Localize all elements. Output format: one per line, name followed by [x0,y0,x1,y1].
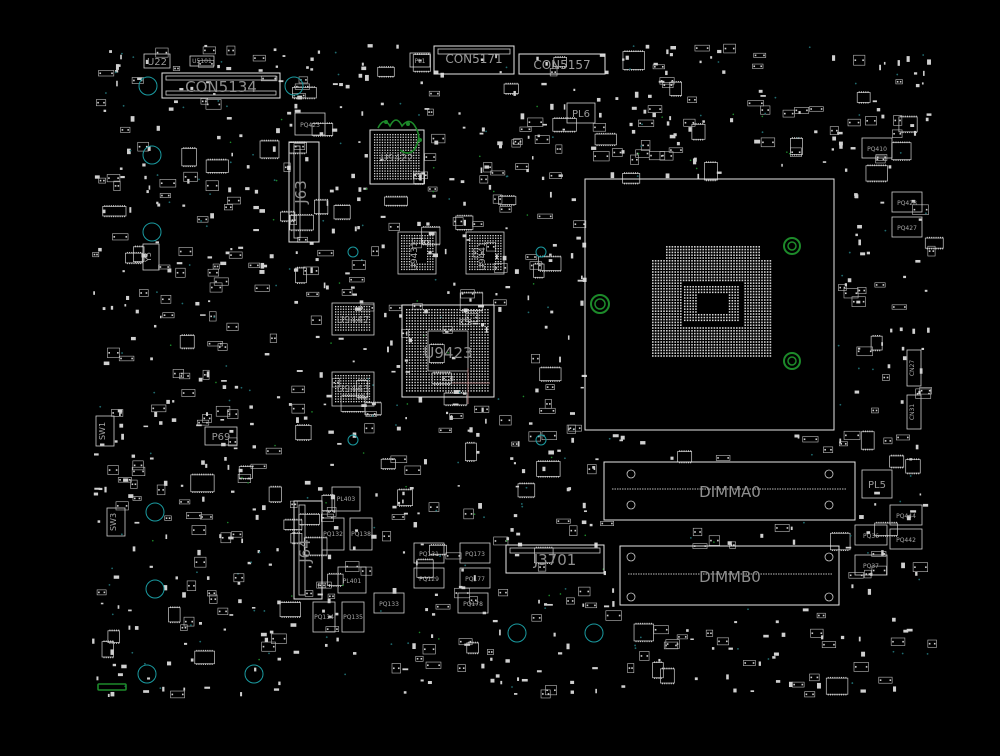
connector-j3701: J3701 [505,544,605,574]
label-u9441: U9441 [478,241,488,271]
green-marker [97,683,127,691]
label-con5171: CON5171 [445,52,502,66]
label-j64: J64 [296,539,314,564]
label-con5134: CON5134 [185,78,257,96]
label-u22: U22 [147,57,167,68]
label-y5: Y5 [144,252,153,263]
part-pq177: PQ177 [459,567,491,589]
connector-con5157: CON5157 [518,53,606,75]
label-pq134: PQ134 [314,614,334,621]
label-j63: J63 [292,180,310,205]
chip-u9443: U9443 [331,371,375,407]
part-pl6: PL6 [566,102,596,124]
chip-u22: U22 [143,53,171,69]
label-p69: P69 [212,432,231,443]
chip-u9431: U9431 [397,231,437,275]
part-pq423: PQ423 [294,112,326,136]
label-pq135: PQ135 [343,614,363,621]
part-pq135: PQ135 [341,601,365,633]
chip-u9423: U9423 [401,304,495,404]
chip-u9422: U9422 [369,129,425,185]
small-smd-components [92,43,944,699]
switch-sw1: SW1 [95,415,115,447]
label-u9423: U9423 [423,344,472,362]
part-pq134: PQ134 [312,601,336,633]
label-pq442: PQ442 [896,537,916,544]
label-con5157: CON5157 [533,58,590,72]
label-pq423: PQ423 [300,122,320,129]
label-pq177: PQ177 [465,576,485,583]
label-pl1: PL1 [415,58,426,65]
crystal-y5: Y5 [142,243,160,271]
part-pq410: PQ410 [861,137,893,159]
label-cn27: CN27 [909,360,916,376]
label-pq410: PQ410 [867,146,887,153]
part-pl1: PL1 [409,52,431,68]
label-sw1: SW1 [98,422,107,440]
part-pq444: PQ444 [889,504,923,526]
dimm-slot-b0: DIMMB0 [619,545,840,606]
part-pq132: PQ132 [321,517,345,551]
cpu-socket [584,178,835,431]
label-pq132: PQ132 [323,531,343,538]
part-p69: P69 [204,426,238,446]
label-pq444: PQ444 [896,513,916,520]
label-u5101: U5101 [192,58,212,65]
part-pq133: PQ133 [373,592,405,614]
part-pq138: PQ138 [349,517,373,551]
label-pl401: PL401 [343,578,362,585]
part-pq178: PQ178 [457,592,489,614]
part-pq173: PQ173 [459,542,491,564]
label-pq428: PQ428 [897,200,917,207]
part-pq428: PQ428 [891,191,923,213]
connector-j63: J63 [288,141,320,243]
label-u9447: U9447 [337,315,370,326]
chip-u5101: U5101 [189,55,215,67]
part-pq37: PQ37 [854,554,888,576]
part-pq129: PQ129 [413,567,445,589]
label-pq129: PQ129 [419,576,439,583]
label-pl403: PL403 [337,496,356,503]
chip-u9441: U9441 [465,231,505,275]
label-sw3: SW3 [109,513,118,531]
label-pq133: PQ133 [379,601,399,608]
label-pq427: PQ427 [897,225,917,232]
label-pq173: PQ173 [465,551,485,558]
label-j3701: J3701 [533,551,577,569]
part-pq36: PQ36 [854,524,888,546]
label-cn31: CN31 [909,404,916,420]
chip-u9447: U9447 [331,302,375,336]
part-pl5: PL5 [861,469,893,499]
highlight-cluster [377,119,422,154]
switch-sw3: SW3 [106,507,126,537]
connector-con5171: CON5171 [433,45,515,75]
label-pl5: PL5 [868,480,886,491]
label-pl6: PL6 [572,109,590,120]
part-pl401: PL401 [337,566,367,594]
connector-cn31: CN31 [906,394,922,430]
label-u9431: U9431 [410,241,420,271]
label-pq131: PQ131 [419,551,439,558]
part-pq427: PQ427 [891,216,923,238]
label-dimmb0: DIMMB0 [699,568,761,586]
label-pq37: PQ37 [863,563,879,570]
label-pq138: PQ138 [351,531,371,538]
mounting-holes [137,76,604,684]
label-u9443: U9443 [337,384,370,395]
label-pq178: PQ178 [463,601,483,608]
label-dimma0: DIMMA0 [699,483,761,501]
part-pq442: PQ442 [889,528,923,550]
dimm-slot-a0: DIMMA0 [603,461,856,521]
connector-con5134: CON5134 [161,72,281,99]
part-pl403: PL403 [331,486,361,512]
connector-cn27: CN27 [906,349,922,387]
part-pq131: PQ131 [413,542,445,564]
label-pq36: PQ36 [863,533,879,540]
label-u9422: U9422 [381,153,414,164]
